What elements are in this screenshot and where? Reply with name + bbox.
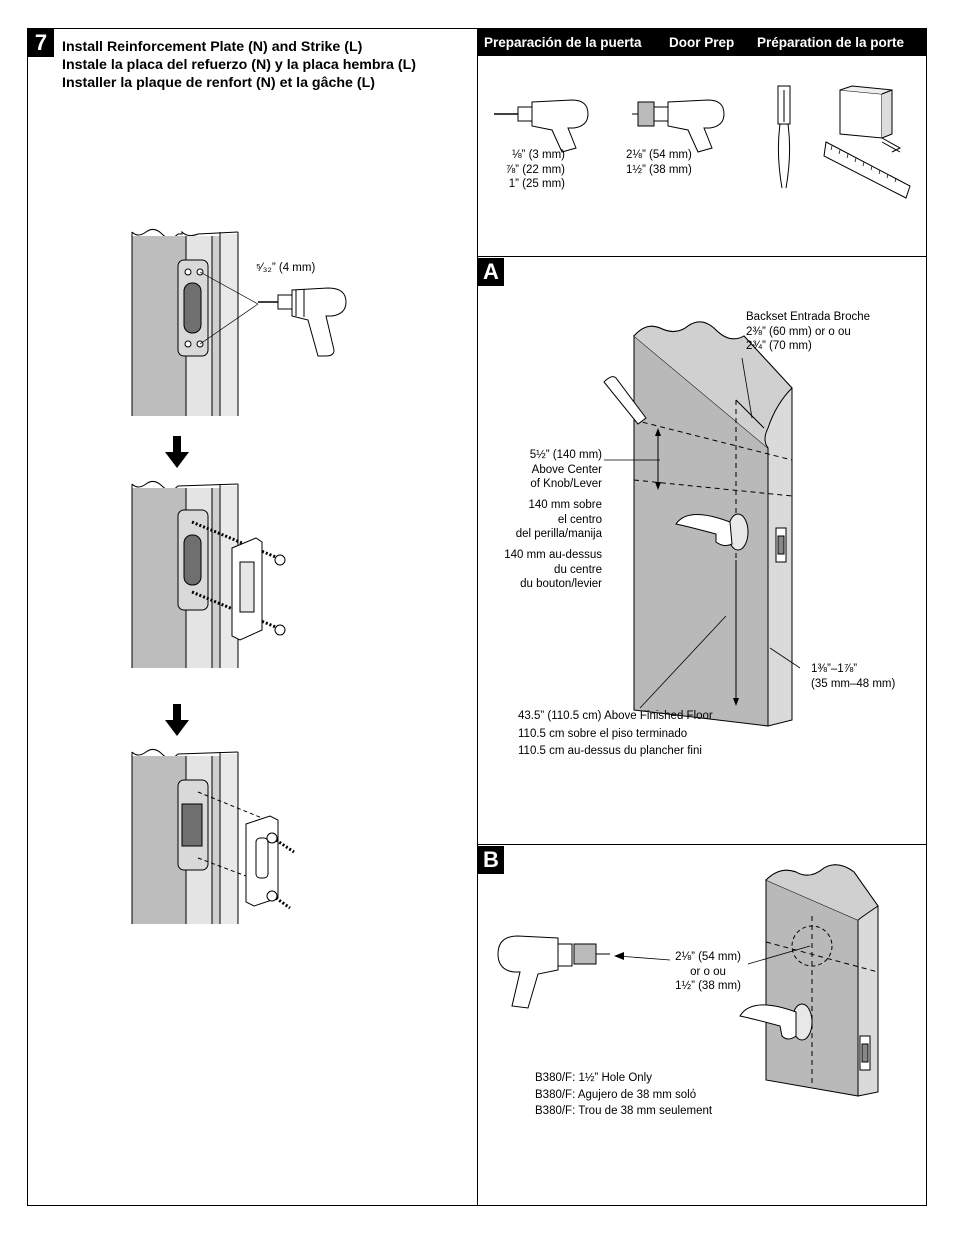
door-edge-drill-illustration bbox=[131, 228, 347, 416]
hole-size-label: 2⅛” (54 mm) or o ou 1½” (38 mm) bbox=[675, 951, 741, 992]
lever-handle-icon bbox=[675, 513, 749, 551]
drill-icon bbox=[494, 99, 589, 153]
chisel-icon bbox=[777, 85, 791, 189]
drill-sizes-2: 2⅛” (54 mm) 1½” (38 mm) bbox=[626, 149, 692, 176]
above-center-label-fr: 140 mm au-dessus du centre du bouton/lev… bbox=[504, 549, 602, 590]
reinforcement-plate-illustration bbox=[131, 480, 286, 668]
floor-height-label: 43.5” (110.5 cm) Above Finished Floor 11… bbox=[518, 710, 713, 757]
drill-bit-size-label: ⁵⁄₃₂” (4 mm) bbox=[256, 262, 316, 274]
down-arrow-icon bbox=[165, 436, 189, 468]
screw-icon-2 bbox=[266, 832, 295, 910]
above-center-label: 5½” (140 mm) Above Center of Knob/Lever bbox=[529, 449, 602, 490]
lever-handle-icon-b bbox=[739, 1003, 813, 1041]
latch-faceplate-icon bbox=[775, 527, 787, 563]
door-thickness-label: 1⅜”–1⅞” (35 mm–48 mm) bbox=[811, 663, 896, 690]
latch-faceplate-icon-b bbox=[859, 1035, 871, 1071]
door-prep-header-es: Preparación de la puerta bbox=[484, 35, 642, 50]
door-prep-header-fr: Préparation de la porte bbox=[757, 35, 905, 50]
section-a-badge: A bbox=[478, 258, 504, 286]
section-divider-a bbox=[477, 256, 927, 257]
step-title: Install Reinforcement Plate (N) and Stri… bbox=[62, 38, 416, 92]
step-title-en: Install Reinforcement Plate (N) and Stri… bbox=[62, 39, 363, 55]
leader-lines-b bbox=[614, 945, 811, 965]
door-hole-illustration bbox=[739, 864, 879, 1097]
strike-plate-illustration bbox=[131, 748, 295, 924]
hole-saw-drill-icon bbox=[632, 99, 725, 153]
tape-measure-icon bbox=[823, 85, 911, 199]
backset-label: Backset Entrada Broche 2⅜” (60 mm) or o … bbox=[746, 311, 871, 352]
reinforcement-plate-icon bbox=[231, 537, 263, 641]
section-divider-b bbox=[477, 844, 927, 845]
column-divider bbox=[477, 28, 478, 1206]
above-center-label-es: 140 mm sobre el centro del perilla/manij… bbox=[515, 499, 602, 540]
down-arrow-icon-2 bbox=[165, 704, 189, 736]
step-title-es: Instale la placa del refuerzo (N) y la p… bbox=[62, 57, 417, 73]
door-prep-header: Preparación de la puerta Door Prep Prépa… bbox=[478, 29, 926, 56]
hole-saw-drill-icon-b bbox=[497, 935, 610, 1009]
screw-icon bbox=[191, 520, 286, 636]
b380-note: B380/F: 1½” Hole Only B380/F: Agujero de… bbox=[535, 1072, 713, 1117]
door-measurement-illustration bbox=[603, 321, 793, 727]
section-b-badge: B bbox=[478, 846, 504, 874]
drill-sizes-1: ⅛” (3 mm) ⅞” (22 mm) 1” (25 mm) bbox=[505, 149, 565, 190]
step-title-fr: Installer la plaque de renfort (N) et la… bbox=[62, 75, 375, 91]
drill-icon bbox=[258, 287, 347, 357]
door-prep-header-en: Door Prep bbox=[669, 35, 735, 50]
step-number: 7 bbox=[28, 29, 54, 57]
leader-lines-a bbox=[604, 357, 801, 709]
